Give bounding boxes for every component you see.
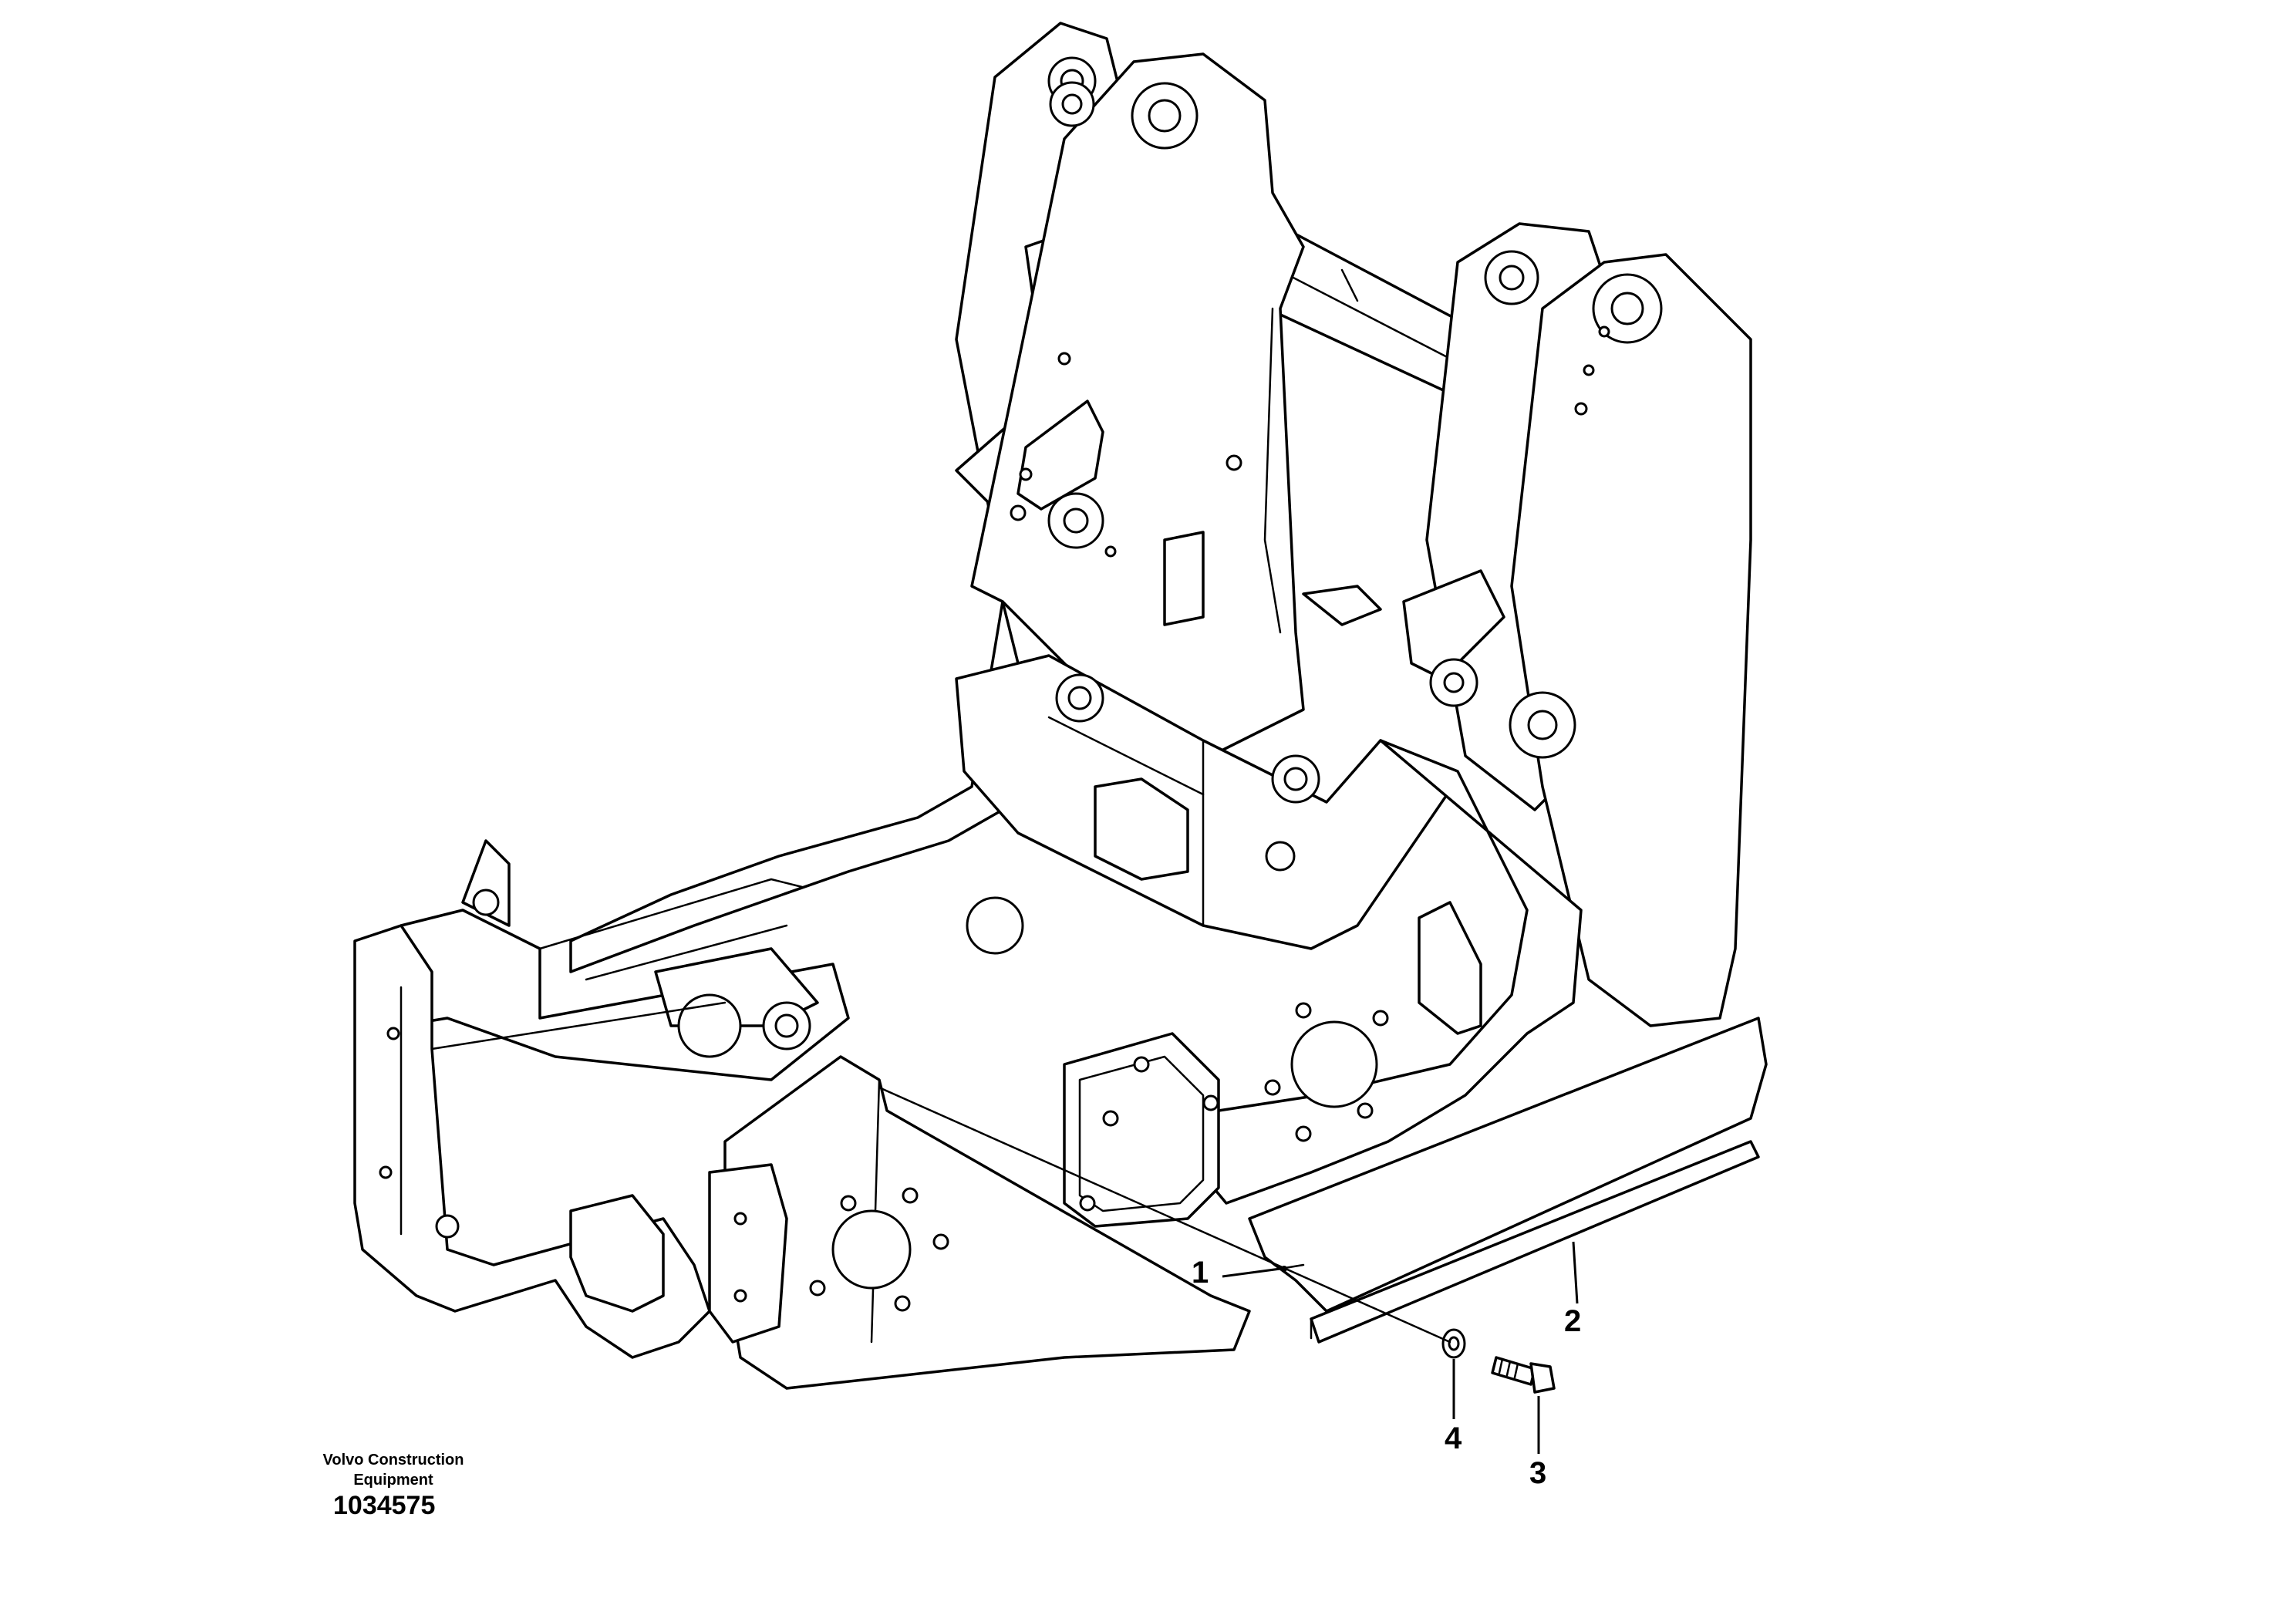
assembly-axis-line [878, 1086, 1451, 1344]
figure-number: 1034575 [333, 1491, 436, 1520]
publisher-credit: Volvo Construction Equipment [285, 1450, 501, 1490]
center-opening-frame [1063, 1032, 1220, 1228]
middle-cross-frame [955, 654, 1459, 955]
part-3-bolt [1491, 1356, 1556, 1394]
left-side-plate [569, 600, 1027, 973]
front-lower-plate [708, 1055, 1251, 1390]
stud-group-right [1264, 1002, 1389, 1142]
callout-2: 2 [1564, 1304, 1582, 1338]
callout-1: 1 [1192, 1256, 1209, 1290]
stud-group-left [809, 1187, 949, 1312]
left-end-frame [353, 924, 727, 1359]
leader-lines [1222, 1241, 1579, 1454]
part-4-washer [1441, 1328, 1466, 1359]
credit-line-1: Volvo Construction [322, 1452, 464, 1469]
right-side-plate [1186, 739, 1583, 1205]
credit-line-2: Equipment [353, 1472, 433, 1489]
part-2-strip [1310, 1140, 1760, 1344]
callout-3: 3 [1529, 1456, 1547, 1490]
callout-4: 4 [1445, 1421, 1462, 1455]
front-right-upright [1509, 253, 1752, 1027]
front-left-upright [970, 52, 1382, 757]
